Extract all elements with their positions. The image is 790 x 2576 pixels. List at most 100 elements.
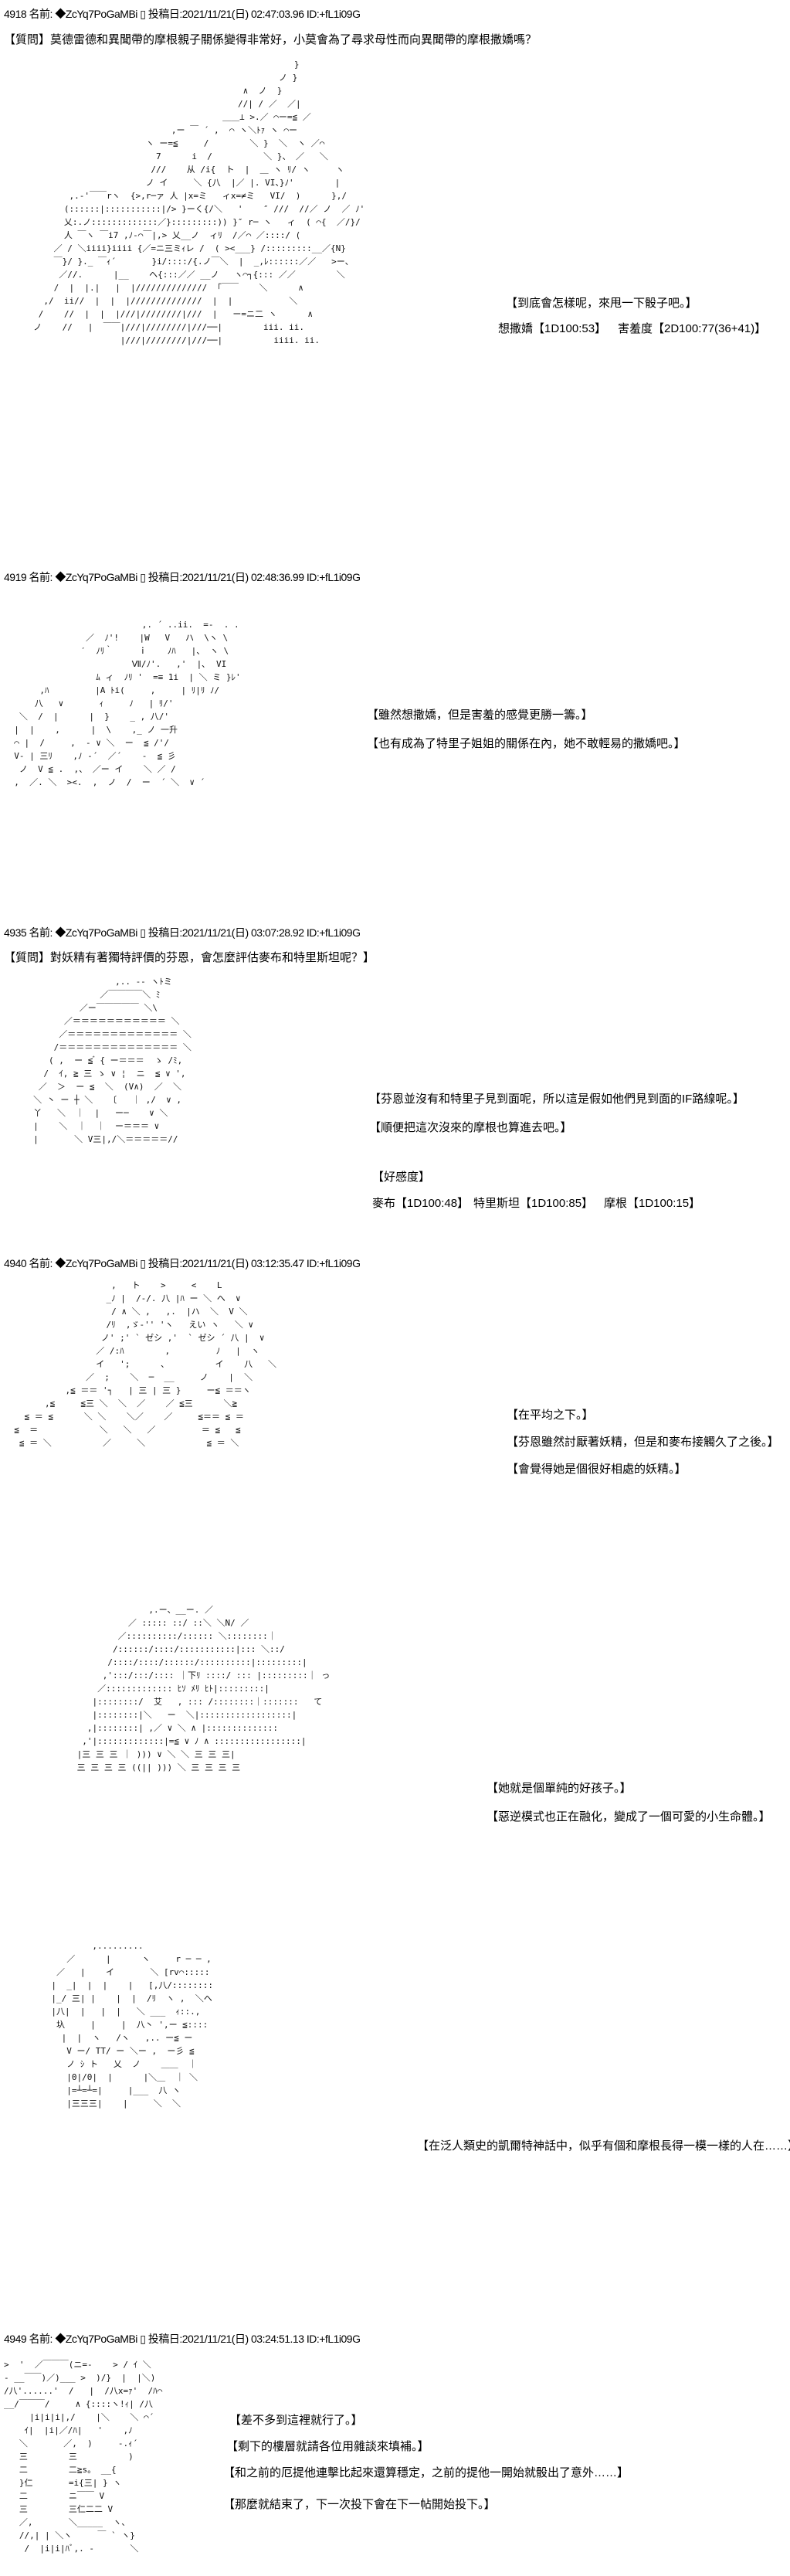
ascii-art-line: ,.‐'￣￣rヽ {>,r─ァ 人 |x=ミ ィx=≠ミ VI/ ) },/ bbox=[8, 191, 347, 201]
ascii-art-line: /ﾘ ,ゞ-'' 'ヽ えい ヽ ＼ ∨ bbox=[4, 1320, 254, 1330]
dialogue-line: 【順便把這次沒來的摩根也算進去吧。】 bbox=[369, 1121, 572, 1134]
dice-result: 想撒嬌【1D100:53】 bbox=[498, 322, 607, 335]
ascii-art-line: ￣}/ }._ ￣ｨ´ }i/::::/{.ノ￣＼ | _,ﾚ::::::／／ … bbox=[8, 257, 354, 267]
ascii-art-line: ≦ ＝ ≦ ＼ ＼ ＼／ ／ ≦＝＝ ≦ ＝ bbox=[4, 1412, 244, 1422]
ascii-art-line: |0|/0| | |＼＿ ｜ ＼ bbox=[15, 2072, 198, 2082]
dialogue-line: 【她就是個單純的好孩子。】 bbox=[487, 1782, 632, 1795]
ascii-art-line: |i|i|i|,/ |＼ ＼ ⌒´ bbox=[4, 2412, 154, 2422]
ascii-art-line: ＿＿⊥ >.／ ⌒ー=≦ ／ bbox=[8, 112, 311, 122]
ascii-art-line: 三 三 ) bbox=[4, 2452, 134, 2462]
ascii-art-line: ,. ´ ..ii. =- . . bbox=[4, 620, 239, 630]
ascii-art-line: __/￣￣￣/ ∧ {::::ヽ!ｨ| /八 bbox=[4, 2399, 153, 2409]
ascii-art-line: ／ / ＼iiii}iiii {／=ニ三ミｨレ / ( ><___} /::::… bbox=[8, 243, 346, 253]
ascii-art-line: ノ イ ＼ {八 |／ |. VI、}ﾉ' | bbox=[8, 178, 341, 188]
ascii-art-line: 7 i / ＼ }、 ／ ＼ bbox=[8, 151, 328, 161]
ascii-art-line: ＼ ／, ) -.ｨ´ bbox=[4, 2438, 138, 2449]
ascii-art-line: ,ﾊ |A ﾄi( , | ﾘ|ﾘ ﾉ/ bbox=[4, 685, 220, 695]
post-header-4918: 4918 名前: ◆ZcYq7PoGaMBi ▯ 投稿日:2021/11/21(… bbox=[4, 8, 361, 20]
ascii-art-line: | | ヽ /ヽ ,.. ー≦ ー bbox=[15, 2033, 193, 2043]
post-question-4918: 【質問】莫德雷德和異聞帶的摩根親子關係變得非常好，小莫會為了尋求母性而向異聞帶的… bbox=[4, 33, 537, 46]
dialogue-line: 【芬恩雖然討厭著妖精，但是和麥布接觸久了之後。】 bbox=[507, 1436, 779, 1449]
ascii-art-4940-a: , ト > < L _ﾉ | /-/. 八 |ﾊ ー ＼ ヘ ∨ / ∧ ＼ ,… bbox=[4, 1279, 276, 1449]
ascii-art-line: /::::/::::/::::::/::::::::::|:::::::::| bbox=[31, 1657, 307, 1667]
ascii-art-line: ／ ＞ ー ≦ ＼ (V∧) ／ ＼ bbox=[8, 1082, 181, 1092]
ascii-art-line: ノ' ;' ` ゼシ ,' ` ゼシ ´ 八 | ∨ bbox=[4, 1333, 265, 1343]
ascii-art-line: ／ | ヽ r ─ ─ , bbox=[15, 1954, 212, 1964]
post-header-4949: 4949 名前: ◆ZcYq7PoGaMBi ▯ 投稿日:2021/11/21(… bbox=[4, 2333, 361, 2345]
ascii-art-line: /＝＝＝＝＝＝＝＝＝＝＝＝＝＝ ＼ bbox=[8, 1042, 192, 1052]
ascii-art-line: ／ | イ ＼ [rv⌒::::: bbox=[15, 1967, 210, 1977]
ascii-art-line: イ '; 、 イ 八 ＼ bbox=[4, 1359, 277, 1369]
post-header-4940: 4940 名前: ◆ZcYq7PoGaMBi ▯ 投稿日:2021/11/21(… bbox=[4, 1257, 361, 1269]
ascii-art-line: ノ V ≦ . ,、 ／ー イ ＼ ／ / bbox=[4, 764, 176, 774]
ascii-art-line: ,.ー、__ー. ／ bbox=[31, 1605, 213, 1615]
ascii-art-line: (::::::|:::::::::::|/> }ーく{/＼ ' ″ /// //… bbox=[8, 204, 365, 214]
ascii-art-4919: ,. ´ ..ii. =- . . ／ ﾉ'! |W V ハ \ヽ \ ′ ﾉﾘ… bbox=[4, 618, 241, 789]
ascii-art-line: |八| | | | ＼ ___ ｨ::., bbox=[15, 2007, 201, 2017]
ascii-art-line: ノ } bbox=[8, 73, 298, 83]
dialogue-line: 【到底會怎樣呢，來甩一下骰子吧。】 bbox=[506, 297, 697, 310]
dialogue-line: 【芬恩並沒有和特里子見到面呢，所以這是假如他們見到面的IF路線呢。】 bbox=[369, 1093, 744, 1106]
ascii-art-line: |三 三 三 ｜ ))) ∨ ＼ ＼ 三 三 三| bbox=[31, 1749, 236, 1759]
ascii-art-line: ノ // | ￣￣|///|////////|///──| iii. ii. bbox=[8, 322, 304, 332]
dice-result: 特里斯坦【1D100:85】 bbox=[473, 1197, 594, 1210]
ascii-art-line: |::::::::/ 艾 , ::: /::::::::｜::::::: て bbox=[31, 1697, 323, 1707]
ascii-art-line: ／ /:ﾊ , ﾉ | ヽ bbox=[4, 1346, 260, 1356]
dialogue-line: 【惡逆模式也正在融化，變成了一個可愛的小生命體。】 bbox=[487, 1810, 771, 1823]
dice-result: 害羞度【2D100:77(36+41)】 bbox=[618, 322, 767, 335]
ascii-art-line: ,|::::::::| ,／ ∨ ＼ ∧ |:::::::::::::: bbox=[31, 1723, 279, 1733]
post-question-4935: 【質問】對妖精有著獨特評價的芬恩，會怎麼評估麥布和特里斯坦呢？】 bbox=[4, 951, 375, 964]
ascii-art-line: ｲ| |i|／/ﾊ| ' ,ﾉ bbox=[4, 2425, 133, 2435]
ascii-art-line: | ＼ ｜ ｜ ー＝＝＝ ∨ bbox=[8, 1121, 160, 1131]
ascii-art-line: ≦ ＝ ＼ ／ ＼ ≦ ＝ ＼ bbox=[4, 1438, 239, 1448]
ascii-art-line: ／, ＼_____ ヽ、 bbox=[4, 2517, 131, 2527]
ascii-art-line: ／ー￣￣￣￣￣ ＼\ bbox=[8, 1003, 158, 1013]
ascii-art-line: /八'......' / | /八x=ｧ' /ﾊ⌒ bbox=[4, 2386, 163, 2396]
ascii-art-line: ,≦ ＝＝ '┐ | 三 | 三 } ー≦ ＝＝ヽ bbox=[4, 1385, 251, 1395]
ascii-art-line: ／::::::::::::: ﾋｿ ﾒﾘ ﾋﾄ|:::::::::| bbox=[31, 1684, 270, 1694]
dialogue-line: 【在泛人類史的凱爾特神話中，似乎有個和摩根長得一模一樣的人在……】 bbox=[417, 2139, 790, 2153]
ascii-art-line: ,≦ ≦三 ＼ ＼ ／ ／ ≦三 ＼≧ bbox=[4, 1398, 238, 1409]
dialogue-line: 【雖然想撒嬌，但是害羞的感覺更勝一籌。】 bbox=[367, 709, 593, 722]
ascii-art-line: ／ ::::: ::/ ::＼ ＼N/ ／ bbox=[31, 1618, 249, 1628]
dialogue-line: 【剩下的樓層就請各位用雜談來填補。】 bbox=[226, 2440, 429, 2453]
ascii-art-line: 圦 | | 八丶 ',ー ≦:::: bbox=[15, 2020, 209, 2030]
ascii-art-line: |三三三| | ＼ ＼ bbox=[15, 2099, 181, 2109]
dialogue-line: 【在平均之下。】 bbox=[507, 1409, 594, 1422]
ascii-art-line: ≦ ＝ ＼ ＼ ／ ＝ ≦ ≦ bbox=[4, 1425, 241, 1435]
ascii-art-line: / |i|i|ﾊﾞ,. ‐ ＼ bbox=[4, 2544, 139, 2554]
ascii-art-line: 丫 ＼ ｜ | ー─ ∨ ＼ bbox=[8, 1108, 168, 1118]
ascii-art-line: ,'|:::::::::::::|=≦ ∨ ﾉ ∧ ::::::::::::::… bbox=[31, 1736, 307, 1746]
ascii-art-line: V ー/ TT/ ー ＼ー , ー彡 ≦ bbox=[15, 2046, 195, 2056]
ascii-art-line: ノ ｼ ト 乂 ノ ＿＿ ｜ bbox=[15, 2059, 197, 2069]
ascii-art-line: }仁 =i{三| } ヽ bbox=[4, 2478, 122, 2488]
ascii-art-line: , ト > < L bbox=[4, 1280, 222, 1290]
dialogue-line: 【那麼就結束了，下一次投下會在下一帖開始投下。】 bbox=[223, 2498, 496, 2511]
ascii-art-line: | _| | | | [,八/:::::::: bbox=[15, 1980, 214, 1990]
ascii-art-line: | ＼ V三|,/＼＝＝＝＝＝// bbox=[8, 1134, 178, 1144]
post-header-4935: 4935 名前: ◆ZcYq7PoGaMBi ▯ 投稿日:2021/11/21(… bbox=[4, 926, 361, 939]
ascii-art-line: ,.. -‐ ヽﾄミ bbox=[8, 977, 172, 987]
ascii-art-line: / ｲ, ≧ 三 ゝ ∨ ¦ ニ ≦ ∨ ', bbox=[8, 1069, 186, 1079]
ascii-art-line: |::::::::|＼ ー ＼|::::::::::::::::::| bbox=[31, 1710, 297, 1720]
ascii-art-line: ／ ﾉ'! |W V ハ \ヽ \ bbox=[4, 633, 229, 643]
ascii-art-line: ﾑ ィ ﾉﾘ ' =≡ 1i | ＼ ミ }ﾚ' bbox=[4, 672, 241, 682]
ascii-art-line: 二 ニ￣￣ V bbox=[4, 2491, 105, 2501]
ascii-art-line: , ／. ＼ ><. , ノ / ー ´ ＼ ∨ ´ bbox=[4, 777, 205, 787]
ascii-art-line: - __￣￣)／)___ > )/} | |＼) bbox=[4, 2373, 156, 2383]
ascii-art-line: / ∧ ＼ , ,. |ハ ＼ V ＼ bbox=[4, 1307, 248, 1317]
ascii-art-line: / | |.| | |////////////// ｢￣￣ ＼ ∧ bbox=[8, 283, 303, 293]
ascii-art-line: ／＝＝＝＝＝＝＝＝＝＝＝＝＝ ＼ bbox=[8, 1029, 192, 1039]
ascii-art-line: |=┴=┴=| |___ 八 ヽ bbox=[15, 2085, 181, 2095]
ascii-art-line: 三 三 三 三 ((|| ))) ＼ 三 三 三 三 bbox=[31, 1762, 241, 1772]
ascii-art-line: //| / ／ ／| bbox=[8, 99, 301, 109]
ascii-art-line: ／＝＝＝＝＝＝＝＝＝＝＝ ＼ bbox=[8, 1016, 180, 1026]
ascii-art-line: ,':::/:::/:::: ｜下ﾘ ::::/ ::: |:::::::::｜… bbox=[31, 1670, 331, 1681]
ascii-art-line: ⌒ | / , ‐ ∨ ＼ ー ≦ /'/ bbox=[4, 738, 170, 748]
dice-result: 摩根【1D100:15】 bbox=[604, 1197, 701, 1210]
ascii-art-line: ∧ ノ } bbox=[8, 86, 283, 96]
ascii-art-line: ,/ ii// | | |////////////// | | ＼ bbox=[8, 296, 298, 306]
ascii-art-line: /::::::/::::/:::::::::::|::: ＼::/ bbox=[31, 1644, 285, 1654]
ascii-art-line: > ' ／￣￣￣(ニ=- > / ｲ ＼ bbox=[4, 2360, 151, 2370]
ascii-art-line: 三 三仁二二 V bbox=[4, 2504, 114, 2514]
